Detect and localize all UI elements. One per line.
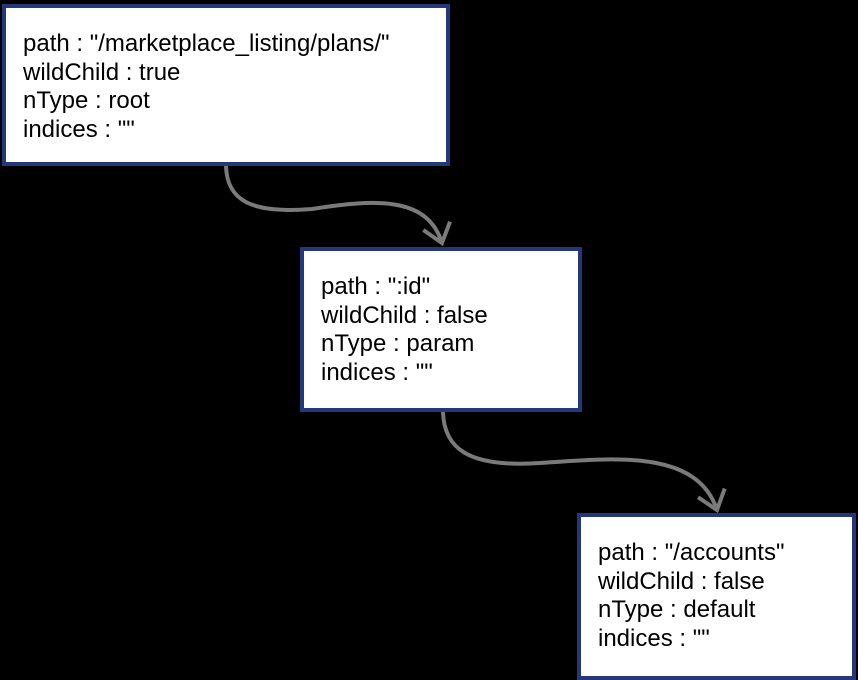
node-field-indices: indices : "": [23, 115, 135, 143]
edge-arrow-node1-to-node2: [224, 165, 452, 247]
node-param: path : ":id" wildChild : false nType : p…: [300, 247, 582, 412]
node-field-path: path : ":id": [321, 273, 431, 300]
node-field-wildchild: wildChild : false: [321, 301, 488, 329]
node-field-indices: indices : "": [598, 624, 710, 652]
node-field-ntype: nType : root: [23, 87, 150, 114]
node-field-path: path : "/marketplace_listing/plans/": [23, 30, 390, 57]
node-field-ntype: nType : default: [598, 596, 756, 623]
node-field-ntype: nType : param: [321, 330, 475, 357]
edge-arrow-node2-to-node3: [441, 411, 727, 514]
node-field-path: path : "/accounts": [598, 539, 785, 566]
node-field-wildchild: wildChild : true: [23, 58, 181, 86]
node-root: path : "/marketplace_listing/plans/" wil…: [2, 4, 450, 166]
node-field-wildchild: wildChild : false: [598, 567, 765, 595]
node-default: path : "/accounts" wildChild : false nTy…: [577, 513, 856, 680]
node-field-indices: indices : "": [321, 358, 433, 386]
